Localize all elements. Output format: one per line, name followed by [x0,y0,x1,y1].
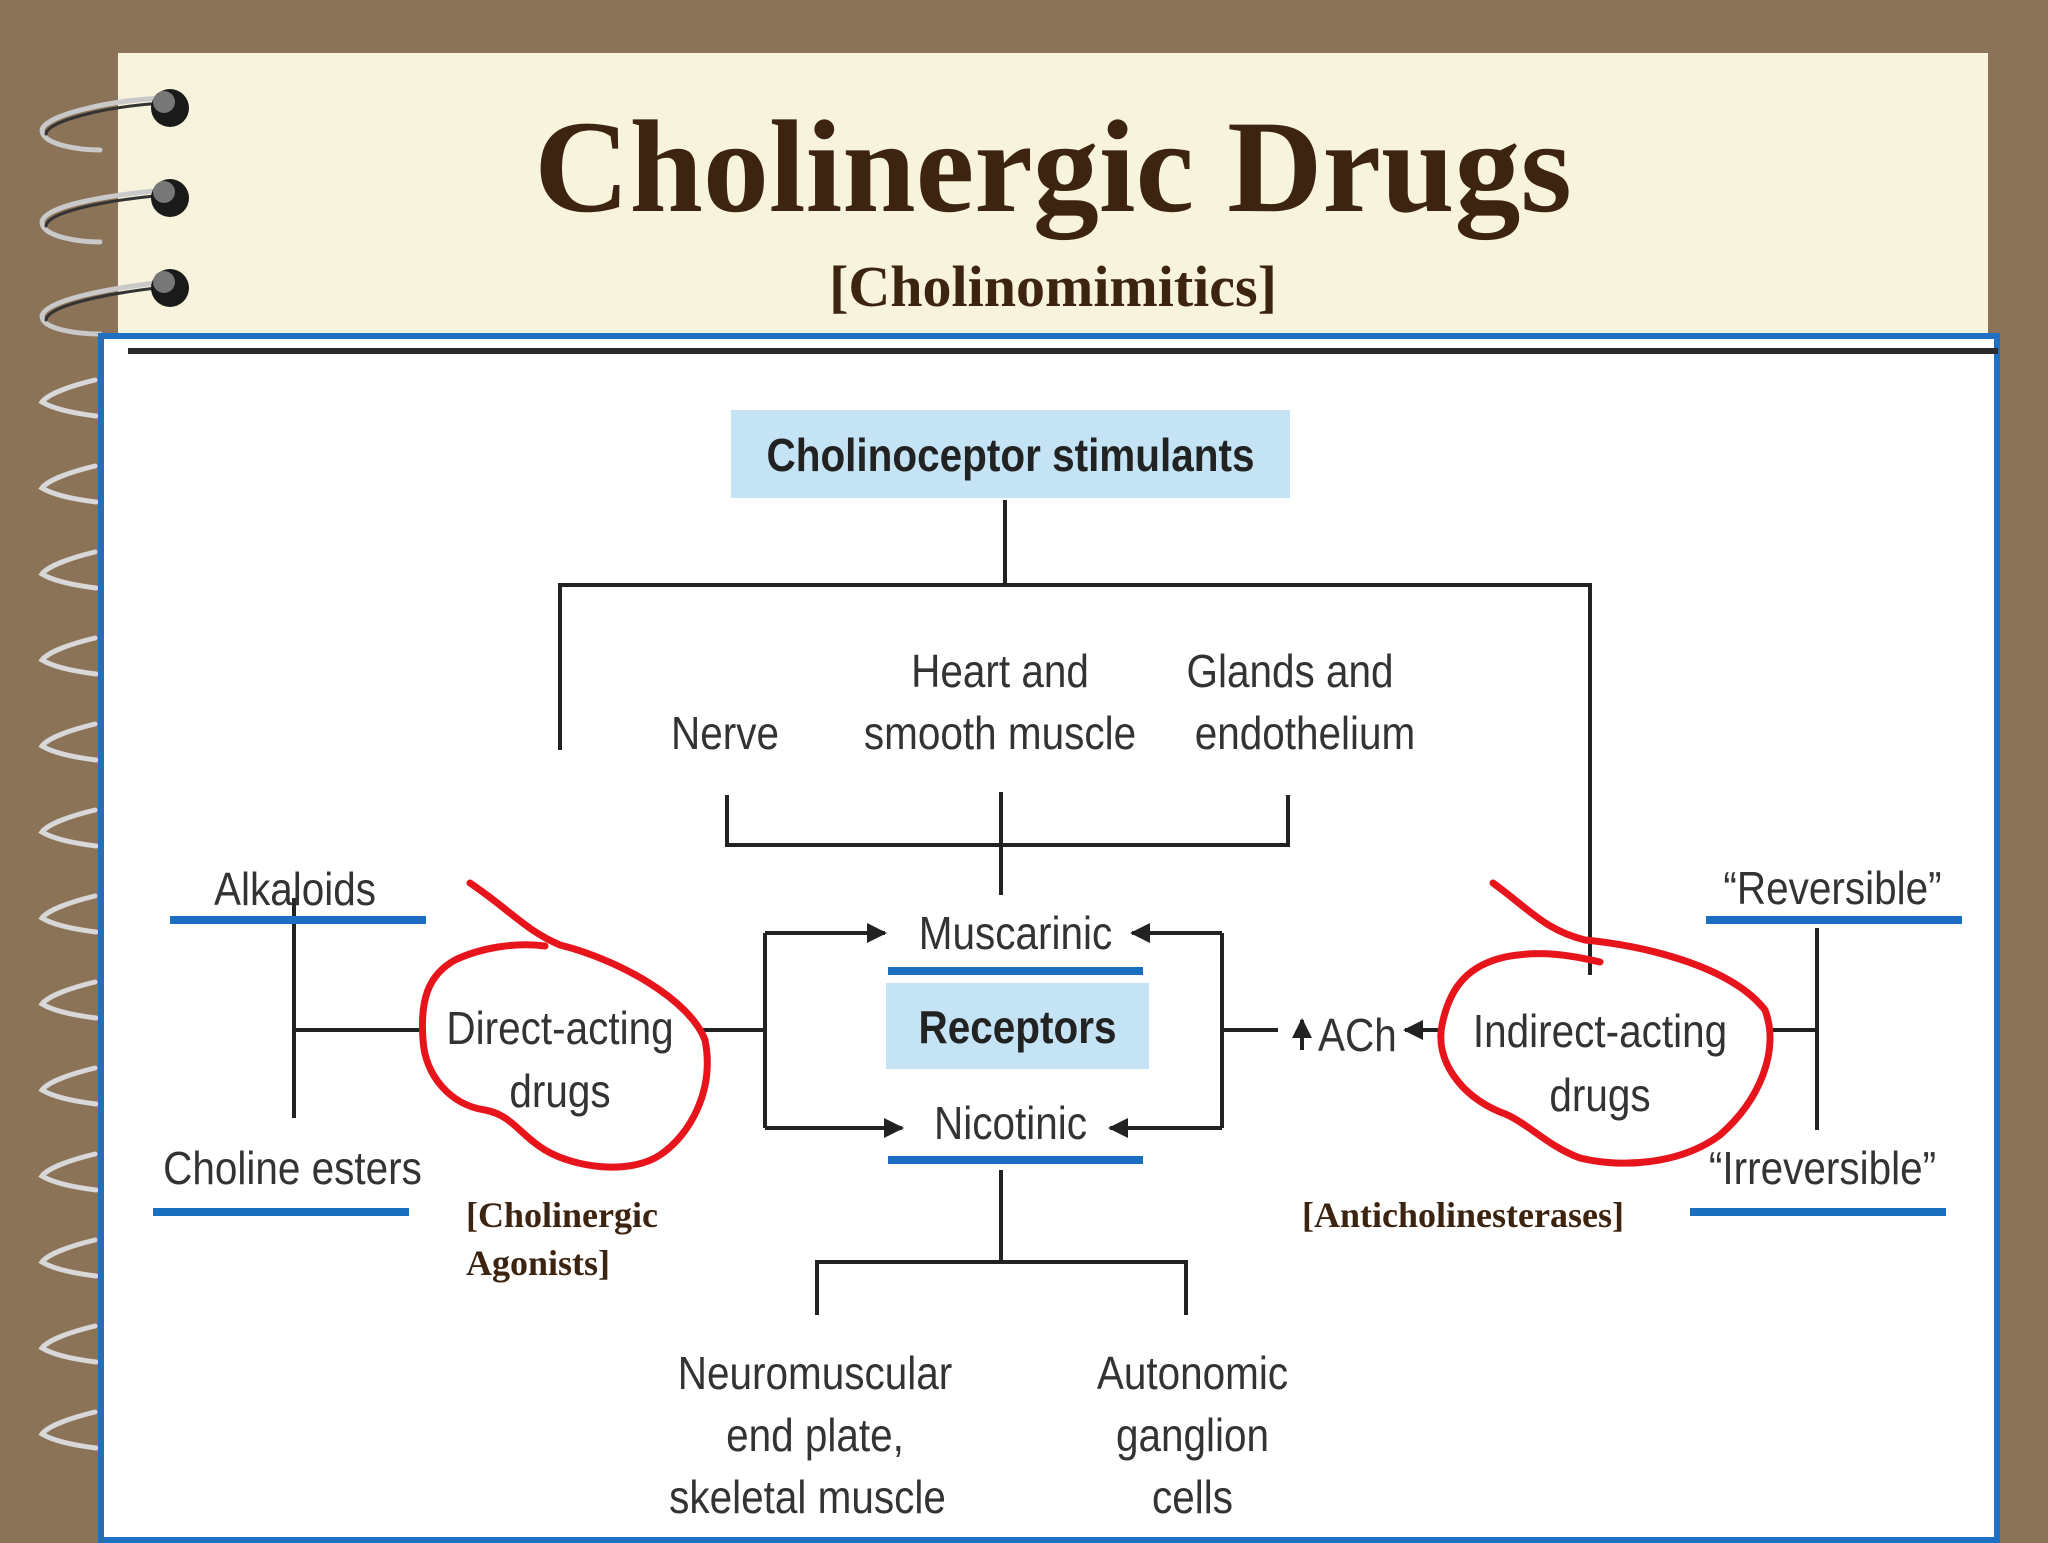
nmj-line2: end plate, [726,1409,904,1461]
binding-edge-loop [38,1237,99,1279]
slide-subtitle: [Cholinomimitics] [829,254,1277,319]
nmj-line3: skeletal muscle [669,1471,946,1523]
alkaloids-label: Alkaloids [213,863,377,915]
target-glands-line2: endothelium [1194,707,1416,759]
target-heart-line2: smooth muscle [863,707,1137,759]
binding-edge-loop [38,893,99,935]
binding-holes [151,89,189,307]
choline-esters-label: Choline esters [163,1142,422,1194]
direct-label-line1: Direct-acting [446,1002,674,1054]
binding-edge-loop [38,979,99,1021]
indirect-types-connector [1768,928,1819,1130]
annotation-circle-indirect [1437,879,1774,1167]
binding-ring-shadows [44,101,167,322]
binding-edge-loop [38,807,99,849]
target-glands-line1: Glands and [1186,645,1394,697]
indirect-note: [Anticholinesterases] [1302,1195,1624,1235]
nicotinic-bracket [815,1170,1188,1315]
binding-edge-loop [38,377,99,419]
root-connector [558,500,1592,975]
binding-edge-loop [38,1065,99,1107]
indirect-label-line1: Indirect-acting [1472,1005,1728,1057]
figure-panel-top-rule [128,348,1998,354]
ganglion-line1: Autonomic [1096,1347,1289,1399]
muscarinic-label: Muscarinic [918,907,1113,959]
irreversible-label: “Irreversible” [1708,1142,1937,1194]
targets-bracket [725,792,1290,895]
root-box [731,410,1290,498]
binding-edge-loops [38,377,99,1451]
reversible-label: “Reversible” [1723,862,1942,914]
slide-title: Cholinergic Drugs [534,93,1572,240]
direct-note-line2: Agonists] [466,1243,611,1283]
binding-edge-loop [38,635,99,677]
binding-edge-loop [38,549,99,591]
ganglion-line3: cells [1152,1471,1233,1523]
receptors-left-bracket [700,933,767,1128]
ganglion-line2: ganglion [1115,1409,1270,1461]
ach-label: ACh [1318,1009,1397,1061]
spiral-binding [38,89,189,1451]
receptors-label: Receptors [918,1001,1117,1053]
nmj-line1: Neuromuscular [677,1347,953,1399]
binding-edge-loop [38,1409,99,1451]
binding-rings [39,95,168,337]
annotation-circle-direct [418,879,711,1171]
target-nerve: Nerve [671,707,779,759]
binding-edge-loop [38,721,99,763]
receptors-right-bracket [1220,933,1278,1128]
indirect-label-line2: drugs [1549,1069,1651,1121]
direct-note-line1: [Cholinergic [466,1195,658,1235]
binding-edge-loop [38,463,99,505]
binding-edge-loop [38,1151,99,1193]
binding-edge-loop [38,1323,99,1365]
target-heart-line1: Heart and [911,645,1089,697]
figure-panel [98,333,2000,1543]
direct-types-connector [292,898,420,1118]
root-label: Cholinoceptor stimulants [766,429,1255,481]
direct-label-line2: drugs [509,1065,611,1117]
receptors-box [886,983,1149,1069]
nicotinic-label: Nicotinic [934,1097,1087,1149]
